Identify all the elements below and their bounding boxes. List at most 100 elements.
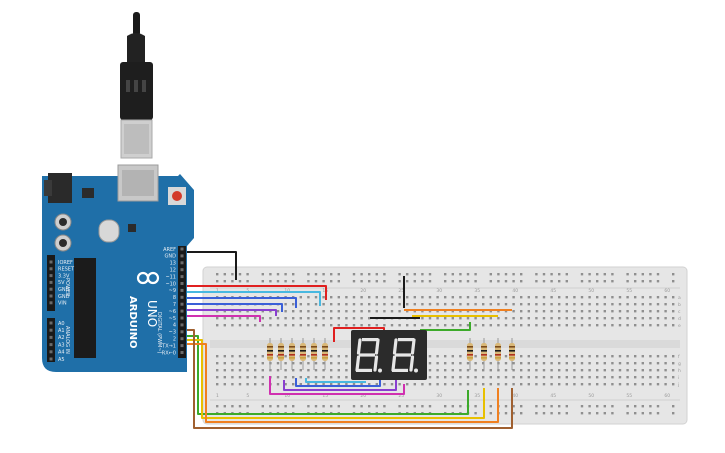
breadboard-hole[interactable] (558, 412, 561, 415)
breadboard-hole[interactable] (413, 324, 416, 327)
breadboard-hole[interactable] (634, 376, 637, 379)
breadboard-hole[interactable] (489, 310, 492, 313)
breadboard-hole[interactable] (634, 280, 637, 283)
breadboard-hole[interactable] (216, 310, 219, 313)
breadboard-hole[interactable] (618, 310, 622, 313)
breadboard-hole[interactable] (504, 376, 508, 379)
breadboard-hole[interactable] (672, 273, 675, 276)
breadboard-hole[interactable] (216, 405, 219, 408)
breadboard-hole[interactable] (641, 405, 644, 408)
breadboard-hole[interactable] (444, 405, 447, 408)
breadboard-hole[interactable] (216, 369, 219, 372)
breadboard-hole[interactable] (337, 376, 340, 379)
breadboard-hole[interactable] (588, 376, 591, 379)
breadboard-hole[interactable] (284, 324, 287, 327)
breadboard-hole[interactable] (641, 296, 644, 299)
breadboard-hole[interactable] (292, 405, 295, 408)
breadboard-hole[interactable] (641, 317, 644, 320)
breadboard-hole[interactable] (322, 303, 325, 306)
breadboard-hole[interactable] (451, 273, 454, 276)
breadboard-hole[interactable] (588, 324, 591, 327)
breadboard-hole[interactable] (527, 310, 530, 313)
breadboard-hole[interactable] (383, 383, 386, 386)
breadboard-hole[interactable] (466, 280, 470, 283)
breadboard-hole[interactable] (451, 303, 454, 306)
breadboard-hole[interactable] (352, 296, 356, 299)
breadboard-hole[interactable] (542, 310, 546, 313)
breadboard-hole[interactable] (596, 317, 599, 320)
breadboard-hole[interactable] (550, 376, 553, 379)
breadboard-hole[interactable] (535, 273, 538, 276)
breadboard-hole[interactable] (580, 296, 584, 299)
breadboard-hole[interactable] (261, 273, 264, 276)
breadboard-hole[interactable] (634, 383, 637, 386)
breadboard-hole[interactable] (299, 383, 302, 386)
breadboard-hole[interactable] (436, 296, 439, 299)
breadboard-hole[interactable] (246, 273, 249, 276)
breadboard-hole[interactable] (276, 383, 280, 386)
wires[interactable] (187, 251, 513, 429)
breadboard-hole[interactable] (330, 296, 333, 299)
breadboard-hole[interactable] (641, 383, 644, 386)
breadboard-hole[interactable] (322, 369, 325, 372)
breadboard-hole[interactable] (352, 324, 356, 327)
breadboard-hole[interactable] (641, 310, 644, 313)
resistor[interactable] (495, 338, 501, 370)
breadboard-hole[interactable] (261, 376, 264, 379)
breadboard-hole[interactable] (223, 310, 226, 313)
breadboard-hole[interactable] (428, 273, 432, 276)
breadboard-hole[interactable] (656, 280, 660, 283)
breadboard-hole[interactable] (474, 273, 477, 276)
breadboard-hole[interactable] (672, 317, 675, 320)
breadboard-hole[interactable] (634, 362, 637, 365)
breadboard-hole[interactable] (656, 412, 660, 415)
power-pin-holes[interactable] (49, 260, 53, 305)
breadboard-hole[interactable] (322, 376, 325, 379)
breadboard-hole[interactable] (413, 280, 416, 283)
breadboard-hole[interactable] (284, 405, 287, 408)
breadboard-hole[interactable] (451, 310, 454, 313)
breadboard-hole[interactable] (603, 376, 606, 379)
breadboard-hole[interactable] (634, 355, 637, 358)
header-pin[interactable] (49, 267, 53, 271)
breadboard-hole[interactable] (558, 280, 561, 283)
breadboard-hole[interactable] (436, 324, 439, 327)
breadboard-hole[interactable] (649, 376, 652, 379)
breadboard-hole[interactable] (322, 310, 325, 313)
breadboard-hole[interactable] (588, 296, 591, 299)
breadboard-hole[interactable] (307, 310, 310, 313)
breadboard-hole[interactable] (672, 310, 675, 313)
breadboard-hole[interactable] (482, 376, 485, 379)
breadboard-hole[interactable] (345, 317, 348, 320)
breadboard-hole[interactable] (596, 405, 599, 408)
breadboard-hole[interactable] (527, 324, 530, 327)
breadboard-hole[interactable] (558, 362, 561, 365)
breadboard-hole[interactable] (596, 355, 599, 358)
breadboard-hole[interactable] (527, 376, 530, 379)
breadboard-hole[interactable] (352, 310, 356, 313)
breadboard-hole[interactable] (269, 273, 272, 276)
breadboard-hole[interactable] (314, 369, 318, 372)
resistor[interactable] (278, 338, 284, 370)
breadboard-hole[interactable] (626, 412, 629, 415)
breadboard-hole[interactable] (451, 317, 454, 320)
breadboard-hole[interactable] (451, 376, 454, 379)
breadboard-hole[interactable] (596, 324, 599, 327)
breadboard-hole[interactable] (649, 310, 652, 313)
breadboard-hole[interactable] (542, 317, 546, 320)
breadboard-hole[interactable] (520, 324, 523, 327)
breadboard-hole[interactable] (550, 362, 553, 365)
breadboard-hole[interactable] (436, 376, 439, 379)
breadboard-hole[interactable] (603, 362, 606, 365)
breadboard-hole[interactable] (656, 369, 660, 372)
breadboard-hole[interactable] (360, 280, 363, 283)
breadboard-hole[interactable] (482, 317, 485, 320)
breadboard-hole[interactable] (466, 324, 470, 327)
breadboard-hole[interactable] (565, 376, 568, 379)
breadboard-hole[interactable] (535, 355, 538, 358)
breadboard-hole[interactable] (664, 317, 667, 320)
breadboard-hole[interactable] (497, 324, 500, 327)
breadboard-hole[interactable] (641, 376, 644, 379)
breadboard-hole[interactable] (459, 355, 462, 358)
breadboard-hole[interactable] (520, 405, 523, 408)
